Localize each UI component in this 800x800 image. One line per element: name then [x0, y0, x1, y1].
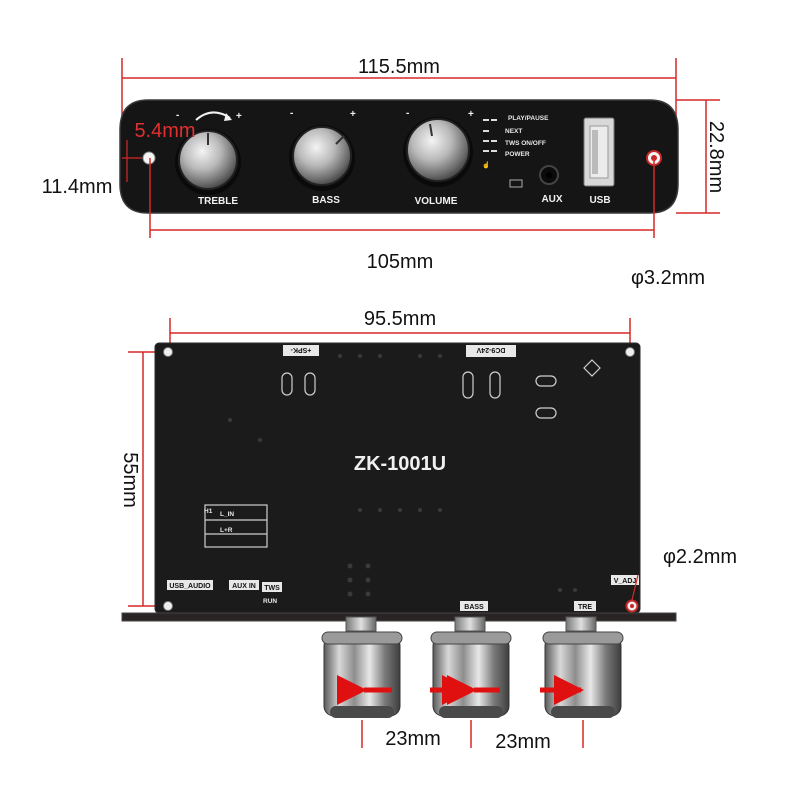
dim-panel-height: 22.8mm	[705, 121, 727, 193]
dim-pcb-height: 55mm	[119, 452, 141, 508]
dim-knob-spacing-2: 23mm	[495, 731, 551, 753]
svg-text:-: -	[290, 108, 293, 119]
knob-shaft-volume[interactable]	[321, 616, 403, 718]
dim-panel-width: 115.5mm	[358, 56, 440, 78]
dim-knob-spacing-1: 23mm	[385, 728, 441, 750]
front-panel: 115.5mm 22.8mm 105mm φ3.2mm 11.4mm - +	[42, 56, 727, 289]
bass-label: BASS	[312, 195, 340, 206]
svg-text:-: -	[176, 110, 179, 121]
silk-power: DC9-24V	[476, 346, 505, 353]
usb-port[interactable]: USB	[583, 117, 615, 206]
knob-bass[interactable]: - + BASS	[289, 108, 356, 206]
pcb-view: 95.5mm 55mm +SPK- DC9-24V ZK-1001U	[119, 308, 737, 753]
silk-l-in: L_IN	[220, 511, 234, 518]
dim-knob-offset: 5.4mm	[134, 120, 195, 142]
pcb-model: ZK-1001U	[354, 453, 446, 475]
dim-hole-spacing: 105mm	[367, 251, 434, 273]
silk-h1: H1	[204, 508, 213, 515]
btn-play-pause[interactable]: PLAY/PAUSE	[508, 115, 549, 122]
dim-pcb-hole-spacing: 95.5mm	[364, 308, 436, 330]
button-legend: PLAY/PAUSE NEXT TWS ON/OFF POWER ☝	[482, 115, 549, 169]
silk-tre: TRE	[578, 604, 592, 611]
silk-spk: +SPK-	[290, 346, 311, 353]
panel-edge	[121, 612, 677, 622]
pcb-hole-bl	[163, 601, 173, 611]
knob-treble[interactable]: - + TREBLE	[175, 110, 242, 207]
silk-v-adj: V_ADJ	[614, 578, 637, 585]
dim-hole-offset: 11.4mm	[42, 176, 113, 198]
volume-label: VOLUME	[415, 196, 458, 207]
silk-aux-in: AUX IN	[232, 583, 256, 590]
silk-run: RUN	[263, 598, 277, 605]
svg-text:+: +	[350, 109, 356, 120]
svg-text:+: +	[468, 109, 474, 120]
svg-text:+: +	[236, 111, 242, 122]
pcb-hole-tr	[625, 347, 635, 357]
silk-tws: TWS	[264, 585, 280, 592]
svg-text:-: -	[406, 108, 409, 119]
silk-bass: BASS	[464, 604, 484, 611]
pcb-hole-tl	[163, 347, 173, 357]
btn-tws[interactable]: TWS ON/OFF	[505, 140, 546, 147]
pcb-board	[154, 342, 641, 614]
silk-usb-audio: USB_AUDIO	[169, 583, 211, 590]
pcb-components	[204, 359, 601, 548]
btn-power[interactable]: POWER	[505, 151, 530, 158]
panel-body	[119, 99, 679, 214]
btn-next[interactable]: NEXT	[505, 128, 522, 135]
svg-text:☝: ☝	[482, 160, 490, 169]
knob-shaft-bass[interactable]	[430, 616, 512, 718]
mount-hole-left	[142, 151, 156, 165]
aux-port[interactable]: AUX	[509, 165, 563, 205]
usb-label: USB	[589, 195, 610, 206]
knob-volume[interactable]: - + VOLUME	[403, 108, 474, 207]
pcb-vias	[228, 354, 577, 597]
dim-hole-diameter-front: φ3.2mm	[631, 267, 705, 289]
aux-label: AUX	[541, 194, 562, 205]
dim-hole-diameter-pcb: φ2.2mm	[663, 546, 737, 568]
knob-shaft-treble[interactable]	[542, 616, 624, 718]
treble-label: TREBLE	[198, 196, 238, 207]
silk-l-r: L+R	[220, 527, 233, 534]
